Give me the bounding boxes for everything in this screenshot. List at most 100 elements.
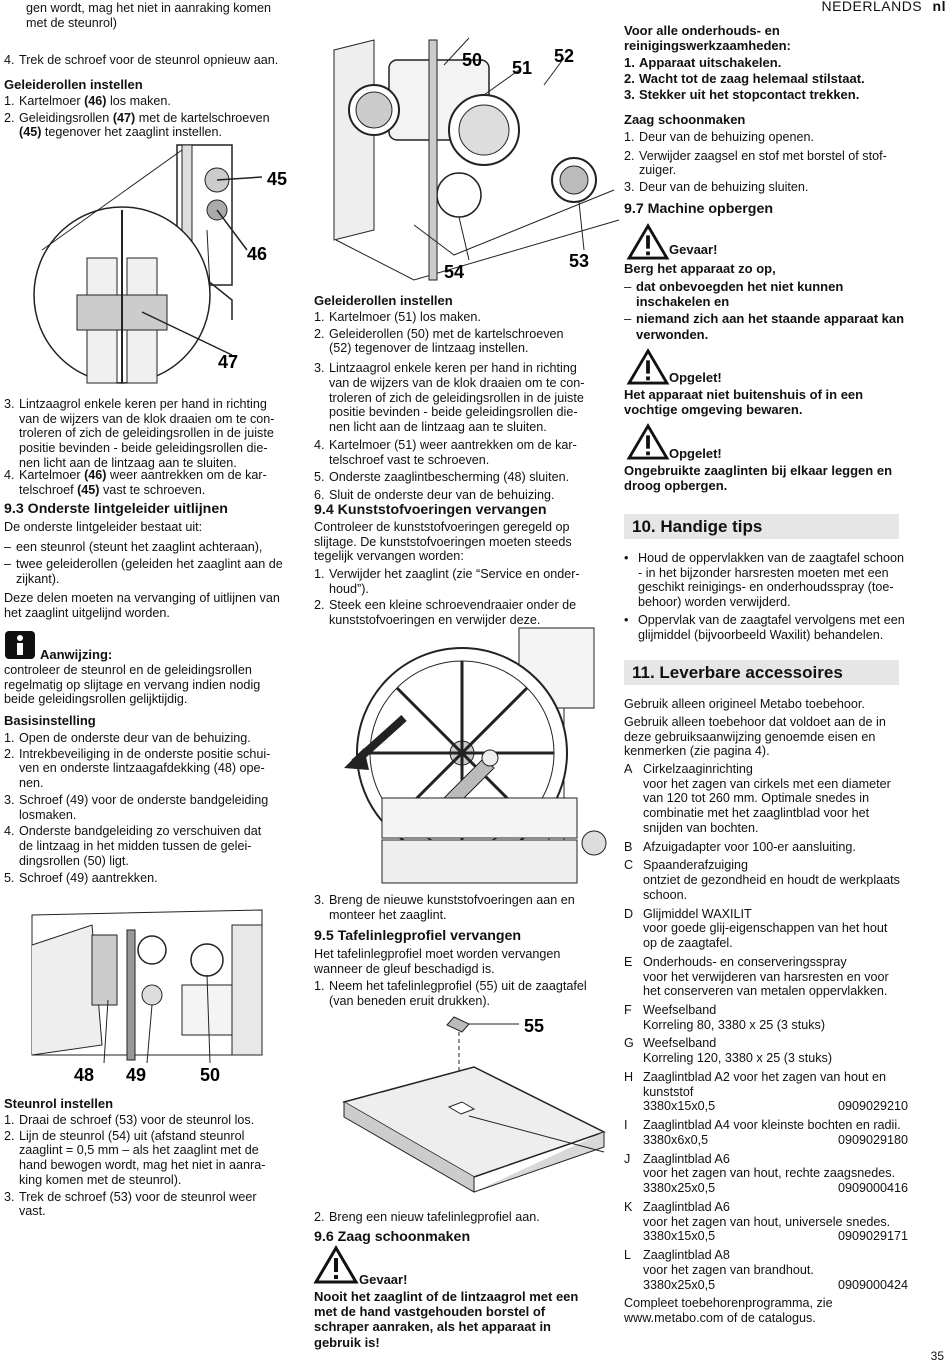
basis-steps: 1.Open de onderste deur van de behuizing… xyxy=(4,731,304,885)
fig1-label-45: 45 xyxy=(267,169,287,189)
fig2-label-48: 48 xyxy=(74,1065,94,1085)
step-4-tighten-nut: 4. Kartelmoer (46) weer aantrekken om de… xyxy=(4,468,267,497)
fig3-label-50: 50 xyxy=(462,50,482,70)
step-4-retighten: 4. Trek de schroef voor de steunrol opni… xyxy=(4,53,279,67)
maintenance-steps: 1.Apparaat uitschakelen. 2.Wacht tot de … xyxy=(624,55,865,103)
danger-triangle-icon xyxy=(626,223,670,260)
accessories-intro-2: Gebruik alleen toebehoor dat voldoet aan… xyxy=(624,715,886,759)
fig1-label-46: 46 xyxy=(247,244,267,264)
basis-step: 3.Schroef (49) voor de onderste bandgele… xyxy=(4,792,269,822)
section-9-5-step-2: 2.Breng een nieuw tafelinlegprofiel aan. xyxy=(314,1210,540,1224)
section-9-4-step-3: 3.Breng de nieuwe kunststofvoeringen aan… xyxy=(314,893,575,922)
storage-intro: Berg het apparaat zo op, xyxy=(624,261,776,276)
guide-rollers-figure: 45 46 47 xyxy=(33,144,287,384)
basis-step: 1.Open de onderste deur van de behuizing… xyxy=(4,731,251,745)
caution-label-2: Opgelet! xyxy=(669,446,722,461)
list-item: •Houd de oppervlakken van de zaagtafel s… xyxy=(624,551,905,610)
fig3-label-54: 54 xyxy=(444,262,464,282)
tips-list: •Houd de oppervlakken van de zaagtafel s… xyxy=(624,551,924,642)
fig5-label-55: 55 xyxy=(524,1016,544,1036)
list-item: •Oppervlak van de zaagtafel vervolgens m… xyxy=(624,612,905,642)
basis-step: 4.Onderste bandgeleiding zo verschuiven … xyxy=(4,824,262,868)
table-insert-figure: 55 xyxy=(342,1016,606,1193)
section-9-3-heading: 9.3 Onderste lintgeleider uitlijnen xyxy=(4,501,228,517)
caution-triangle-icon xyxy=(626,348,670,385)
header-lang-code: nl xyxy=(932,0,946,14)
clean-steps: 1.Deur van de behuizing openen. 2.Verwij… xyxy=(624,130,887,195)
section-9-7-heading: 9.7 Machine opbergen xyxy=(624,201,774,217)
support-step: 1.Draai de schroef (53) voor de steunrol… xyxy=(4,1113,255,1127)
accessories-outro: Compleet toebehorenprogramma, zie www.me… xyxy=(624,1296,833,1325)
note-text: controleer de steunrol en de geleidingsr… xyxy=(4,663,261,707)
caution-text-1: Het apparaat niet buitenshuis of in een … xyxy=(624,387,864,418)
danger-label: Gevaar! xyxy=(359,1272,408,1287)
maintenance-heading: Voor alle onderhouds- en reinigingswerkz… xyxy=(624,23,791,54)
dash-item-support-roller: –een steunrol (steunt het zaaglint achte… xyxy=(4,540,263,554)
storage-danger-label: Gevaar! xyxy=(669,242,718,257)
section-9-5-heading: 9.5 Tafelinlegprofiel vervangen xyxy=(314,928,522,944)
section-9-4-heading: 9.4 Kunststofvoeringen vervangen xyxy=(314,502,547,518)
caution-label-1: Opgelet! xyxy=(669,370,722,385)
accessories-intro-1: Gebruik alleen origineel Metabo toebehoo… xyxy=(624,697,865,711)
section-9-5-step-1: 1.Neem het tafelinlegprofiel (55) uit de… xyxy=(314,979,587,1008)
section-9-3-intro: De onderste lintgeleider bestaat uit: xyxy=(4,520,203,534)
col2-guide-step: 2.Geleiderollen (50) met de kartelschroe… xyxy=(314,326,564,356)
basis-step: 2.Intrekbeveiliging in de onderste posit… xyxy=(4,746,271,791)
step-3-check-rollers: 3. Lintzaagrol enkele keren per hand in … xyxy=(4,397,275,470)
section-9-6-heading: 9.6 Zaag schoonmaken xyxy=(314,1229,471,1245)
lower-band-guide-figure: 48 49 50 xyxy=(31,909,263,1085)
basis-heading: Basisinstelling xyxy=(4,713,96,728)
col2-guide-steps: 1.Kartelmoer (51) los maken. 2.Geleidero… xyxy=(314,310,614,503)
note-label: Aanwijzing: xyxy=(40,647,113,662)
basis-step: 5.Schroef (49) aantrekken. xyxy=(4,870,158,885)
fig3-label-52: 52 xyxy=(554,46,574,66)
tips-section-title: 10. Handige tips xyxy=(624,514,899,539)
alignment-text: Deze delen moeten na vervanging of uitli… xyxy=(4,591,280,620)
col2-guide-step: 6.Sluit de onderste deur van de behuizin… xyxy=(314,488,555,503)
guide-rollers-heading: Geleiderollen instellen xyxy=(4,77,143,92)
info-icon xyxy=(5,631,35,659)
guide-rollers-steps: 1.Kartelmoer (46) los maken. 2.Geleiding… xyxy=(4,94,270,140)
dash-item-guide-rollers: – twee geleiderollen (geleiden het zaagl… xyxy=(4,557,283,586)
section-9-5-text: Het tafelinlegprofiel moet worden vervan… xyxy=(314,947,561,976)
col2-guide-step: 1.Kartelmoer (51) los maken. xyxy=(314,310,481,324)
fig3-label-51: 51 xyxy=(512,58,532,78)
intro-text: gen wordt, mag het niet in aanraking kom… xyxy=(26,1,272,30)
section-9-4-steps: 1.Verwijder het zaaglint (zie “Service e… xyxy=(314,567,580,628)
col2-guide-heading: Geleiderollen instellen xyxy=(314,293,453,308)
fig1-label-47: 47 xyxy=(218,352,238,372)
support-roller-heading: Steunrol instellen xyxy=(4,1096,114,1111)
col2-guide-step: 3.Lintzaagrol enkele keren per hand in r… xyxy=(314,361,585,435)
caution-triangle-icon xyxy=(626,423,670,460)
support-step: 2.Lijn de steunrol (54) uit (afstand ste… xyxy=(4,1128,266,1187)
col2-guide-step: 5.Onderste zaaglintbescherming (48) slui… xyxy=(314,470,570,485)
danger-text: Nooit het zaaglint of de lintzaagrol met… xyxy=(314,1289,579,1350)
page-header: NEDERLANDS nl xyxy=(821,0,946,14)
page-number: 35 xyxy=(930,1349,944,1363)
section-9-4-text: Controleer de kunststofvoeringen geregel… xyxy=(314,520,572,564)
warning-triangle-icon xyxy=(313,1245,359,1284)
clean-heading: Zaag schoonmaken xyxy=(624,112,746,127)
accessories-section-title: 11. Leverbare accessoires xyxy=(624,660,899,685)
caution-text-2: Ongebruikte zaaglinten bij elkaar leggen… xyxy=(624,463,893,494)
header-language: NEDERLANDS xyxy=(821,0,923,14)
col2-guide-step: 4.Kartelmoer (51) weer aantrekken om de … xyxy=(314,437,577,467)
support-step: 3.Trek de schroef (53) voor de steunrol … xyxy=(4,1189,257,1219)
fig2-label-49: 49 xyxy=(126,1065,146,1085)
fig2-label-50: 50 xyxy=(200,1065,220,1085)
upper-guide-figure: 50 51 52 54 53 xyxy=(333,37,620,282)
band-wheel-figure xyxy=(344,627,607,884)
